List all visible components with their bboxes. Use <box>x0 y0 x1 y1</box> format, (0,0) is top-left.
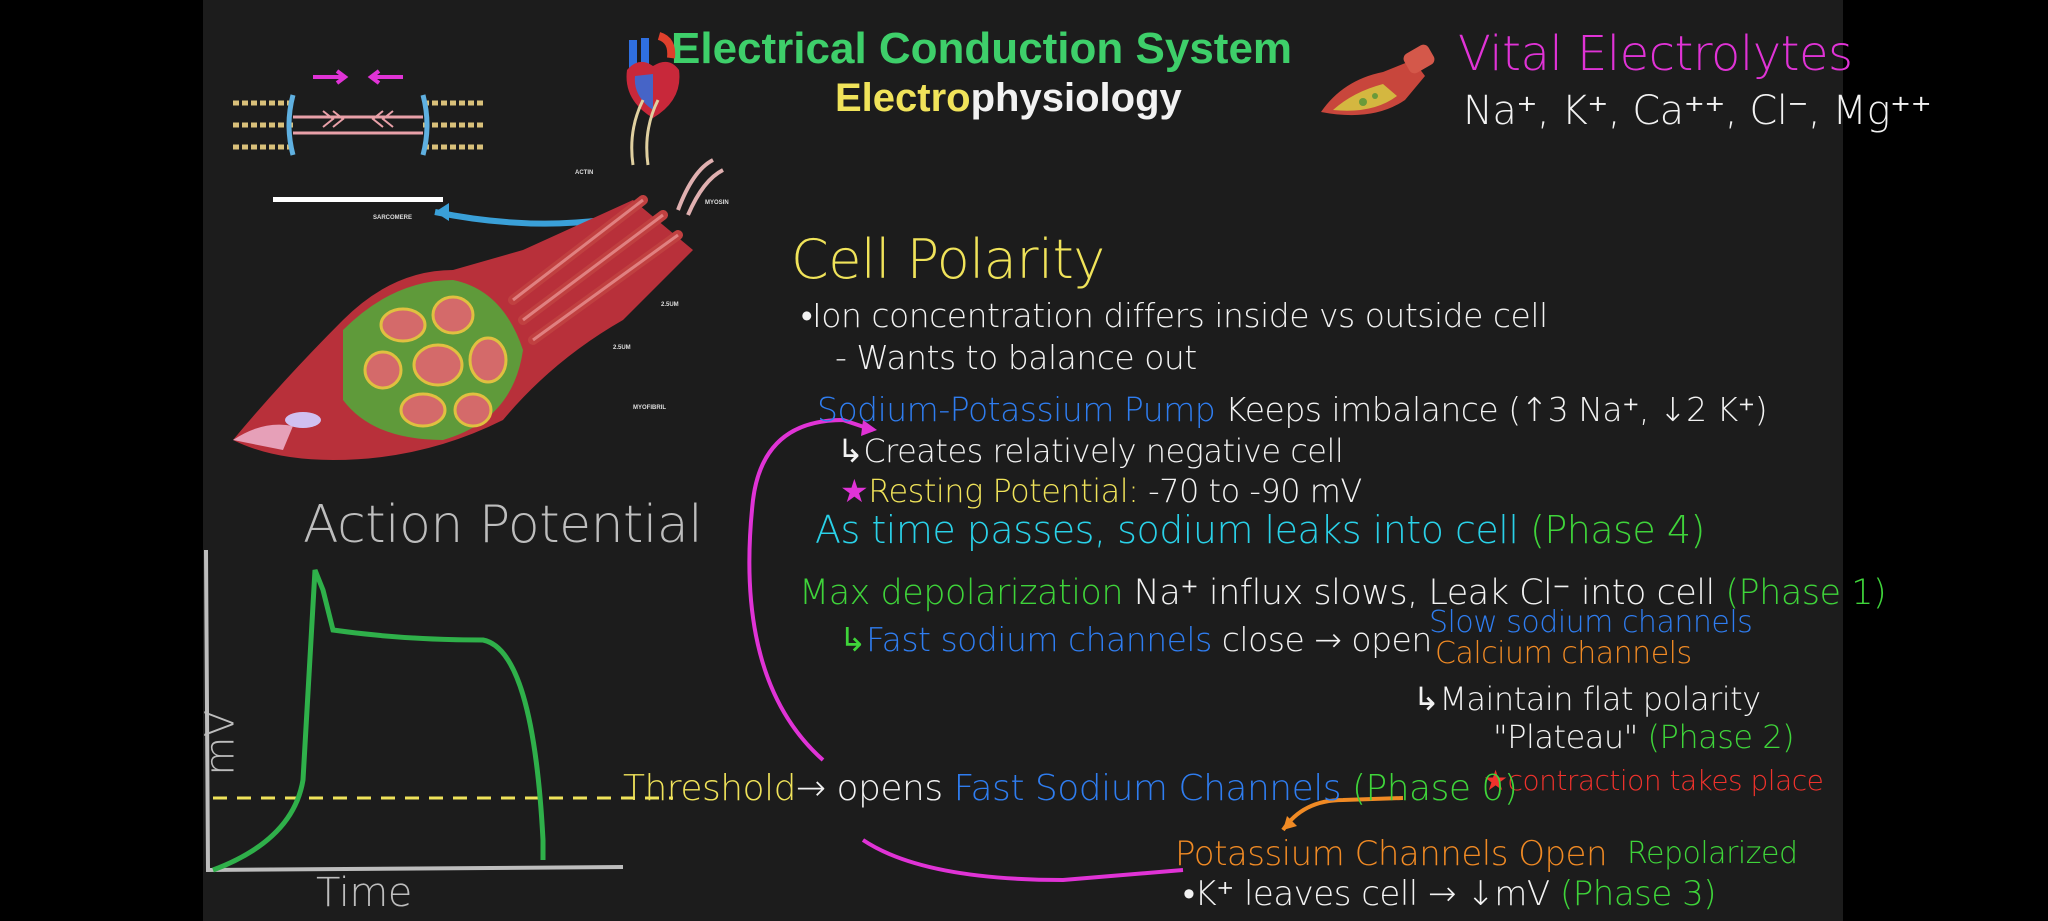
k-leaves-text: •K⁺ leaves cell → ↓mV <box>1183 874 1550 914</box>
dimension-label-b: 2.5UM <box>613 345 631 351</box>
pump-line: Sodium-Potassium Pump Keeps imbalance (↑… <box>817 390 1768 429</box>
phase4-line: As time passes, sodium leaks into cell (… <box>815 508 1705 552</box>
graph-y-label: mV <box>197 710 244 776</box>
phase3-label: (Phase 3) <box>1560 874 1717 914</box>
fast-sodium-channels-label: Fast Sodium Channels <box>953 768 1342 809</box>
plateau-label: "Plateau" <box>1493 718 1638 756</box>
dimension-label-a: 2.5UM <box>661 302 679 308</box>
resting-potential-line: ★Resting Potential: -70 to -90 mV <box>840 472 1362 510</box>
phase3-line: •K⁺ leaves cell → ↓mV (Phase 3) <box>1183 874 1717 914</box>
creates-negative-line: ↳Creates relatively negative cell <box>837 432 1344 470</box>
myofibril-label: MYOFIBRIL <box>633 405 666 411</box>
fast-channels-label: Fast sodium channels <box>866 620 1212 659</box>
slow-sodium-label: Slow sodium channels <box>1429 605 1753 640</box>
resting-value: -70 to -90 mV <box>1148 472 1362 510</box>
action-potential-title: Action Potential <box>303 495 703 555</box>
phase0-line: Threshold→ opens Fast Sodium Channels (P… <box>623 768 1518 809</box>
pump-description: Keeps imbalance (↑3 Na⁺, ↓2 K⁺) <box>1225 390 1768 429</box>
phase2-label: (Phase 2) <box>1647 718 1795 756</box>
electrolytes-heading: Vital Electrolytes <box>1458 26 1853 82</box>
subtitle-physiology: physiology <box>970 76 1182 120</box>
page-title: Electrical Conduction System <box>671 24 1293 73</box>
phase0-label: (Phase 0) <box>1351 768 1518 809</box>
phase1-label: (Phase 1) <box>1725 573 1887 613</box>
action-potential-graph <box>204 549 673 873</box>
max-depolarization-label: Max depolarization <box>799 573 1124 613</box>
muscle-fiber-illustration <box>233 99 724 460</box>
max-depolarization-description: Na⁺ influx slows, Leak Cl⁻ into cell <box>1133 573 1716 613</box>
cell-polarity-heading: Cell Polarity <box>791 228 1105 291</box>
phase-cycle-arrow <box>747 417 1404 883</box>
fast-arrow: ↳ <box>839 620 867 659</box>
star-icon: ★ <box>1483 764 1508 797</box>
subtitle-electro: Electro <box>835 76 971 120</box>
star-icon: ★ <box>840 472 869 510</box>
myosin-label: MYOSIN <box>705 200 729 206</box>
phase4-label: (Phase 4) <box>1530 508 1705 552</box>
actin-label: ACTIN <box>575 170 594 176</box>
fast-channels-close-line: ↳Fast sodium channels close → open <box>839 620 1432 659</box>
muscle-cell-icon <box>1321 44 1435 116</box>
maintain-line: ↳Maintain flat polarity <box>1413 680 1761 718</box>
electrolytes-list: Na⁺, K⁺, Ca⁺⁺, Cl⁻, Mg⁺⁺ <box>1463 88 1932 134</box>
whiteboard: Electrical Conduction System Electrophys… <box>198 0 1932 921</box>
calcium-label: Calcium channels <box>1435 636 1692 671</box>
ion-concentration-line: •Ion concentration differs inside vs out… <box>801 296 1548 335</box>
pump-label: Sodium-Potassium Pump <box>817 390 1216 429</box>
page-subtitle: Electrophysiology <box>835 76 1182 121</box>
threshold-label: Threshold <box>623 768 796 809</box>
resting-label: Resting Potential: <box>868 472 1139 510</box>
contraction-label: contraction takes place <box>1507 764 1824 797</box>
close-open-text: close → open <box>1221 620 1432 659</box>
graph-x-label: Time <box>316 870 412 916</box>
plateau-line: "Plateau" (Phase 2) <box>1493 718 1795 756</box>
sarcomere-illustration <box>233 69 483 202</box>
wants-balance-line: - Wants to balance out <box>835 338 1197 377</box>
sarcomere-label: SARCOMERE <box>373 215 413 221</box>
repolarized-label: Repolarized <box>1627 836 1798 871</box>
opens-text: → opens <box>795 768 943 809</box>
contraction-line: ★contraction takes place <box>1483 764 1824 797</box>
potassium-channels-label: Potassium Channels Open <box>1175 834 1608 874</box>
phase1-line: Max depolarization Na⁺ influx slows, Lea… <box>799 573 1887 613</box>
sodium-leak-text: As time passes, sodium leaks into cell <box>815 508 1519 552</box>
